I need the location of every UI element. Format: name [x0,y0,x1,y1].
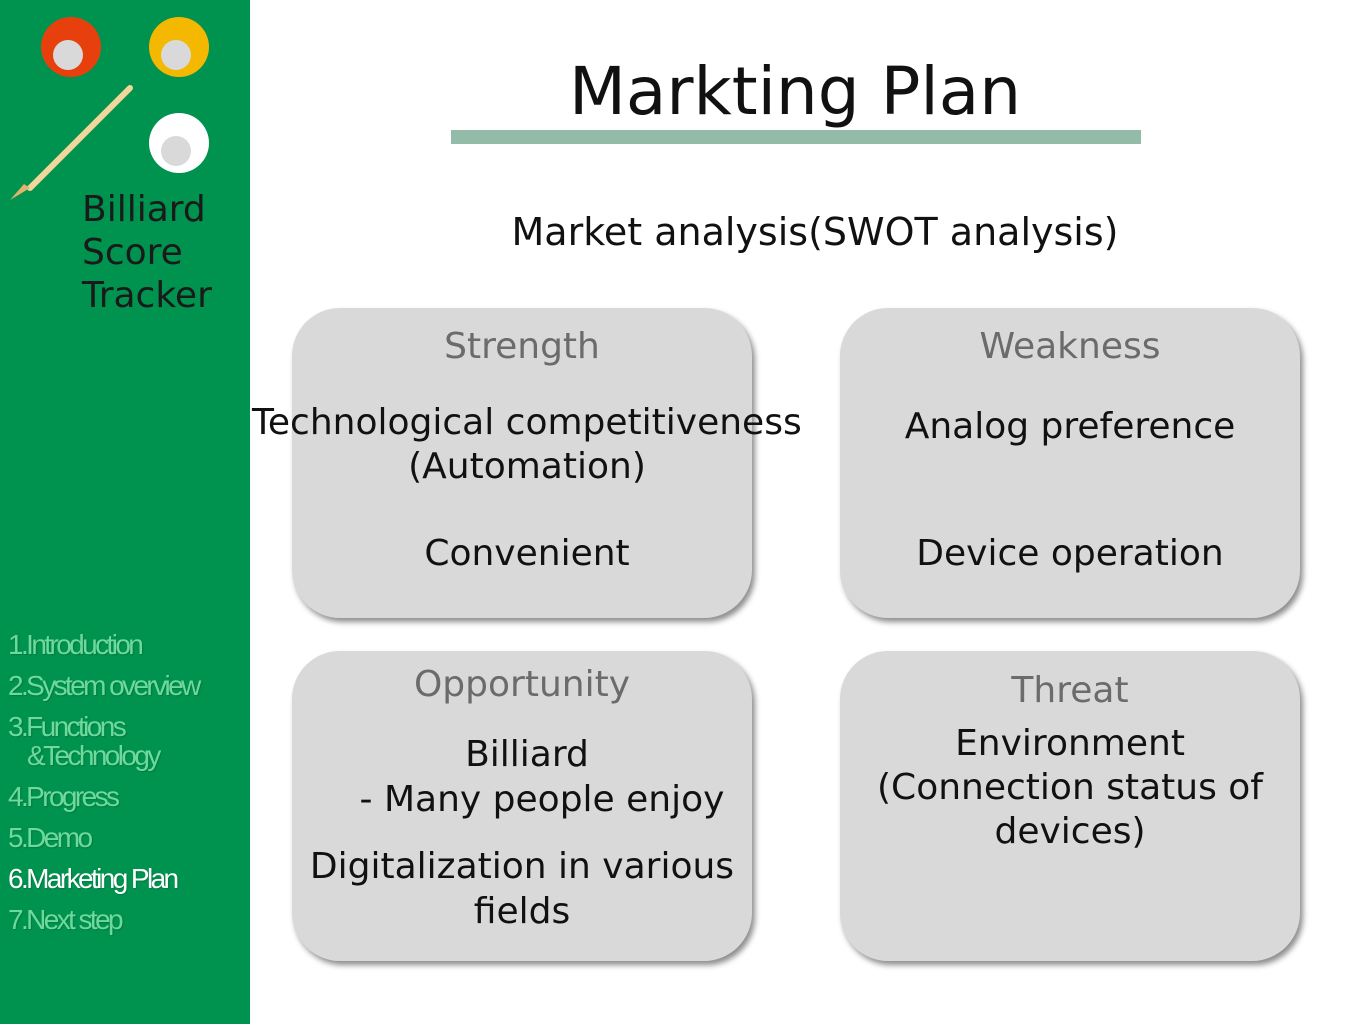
page-subtitle: Market analysis(SWOT analysis) [511,210,1119,254]
swot-card-threat: Threat Environment (Connection status of… [840,651,1300,961]
nav-item-marketing-plan[interactable]: 6.Marketing Plan [8,863,179,894]
card-text: devices) [994,811,1146,852]
billiard-logo [10,17,209,200]
card-text: fields [473,891,571,932]
card-text: Convenient [424,533,630,574]
card-text: (Automation) [408,446,646,487]
nav-item-functions-technology[interactable]: &Technology [27,740,161,771]
card-text: Billiard [465,734,589,775]
brand-line: Tracker [82,275,212,316]
section-nav: 1.Introduction 2.System overview 3.Funct… [8,629,201,935]
nav-item-functions[interactable]: 3.Functions [8,711,127,742]
nav-item-introduction[interactable]: 1.Introduction [8,629,144,660]
page-title: Markting Plan [568,53,1022,130]
yellow-billiard-ball-icon [149,17,209,77]
swot-card-opportunity: Opportunity Billiard - Many people enjoy… [292,651,752,961]
swot-card-weakness: Weakness Analog preference Device operat… [840,308,1300,618]
cue-stick-icon [10,85,133,200]
swot-card-strength: Strength Technological competitiveness (… [252,308,802,618]
card-heading: Opportunity [413,664,631,705]
card-text: Device operation [916,533,1224,574]
sidebar: Billiard Score Tracker 1.Introduction 2.… [0,0,250,1024]
white-billiard-ball-icon [149,113,209,173]
nav-item-demo[interactable]: 5.Demo [8,822,93,853]
card-text: Technological competitiveness [252,402,802,443]
card-heading: Strength [444,326,600,367]
card-text: - Many people enjoy [359,779,725,820]
card-heading: Threat [1011,670,1129,711]
brand-line: Billiard [82,189,206,230]
brand-line: Score [82,232,183,273]
card-heading: Weakness [979,326,1161,367]
nav-item-progress[interactable]: 4.Progress [8,781,120,812]
card-text: Analog preference [904,406,1236,447]
card-text: Digitalization in various [309,846,735,887]
red-billiard-ball-icon [41,17,101,77]
title-underline [451,130,1141,144]
nav-item-system-overview[interactable]: 2.System overview [8,670,201,701]
app-brand: Billiard Score Tracker [82,188,212,317]
nav-item-next-step[interactable]: 7.Next step [8,904,124,935]
card-text: Environment [955,723,1185,764]
card-text: (Connection status of [877,767,1263,808]
